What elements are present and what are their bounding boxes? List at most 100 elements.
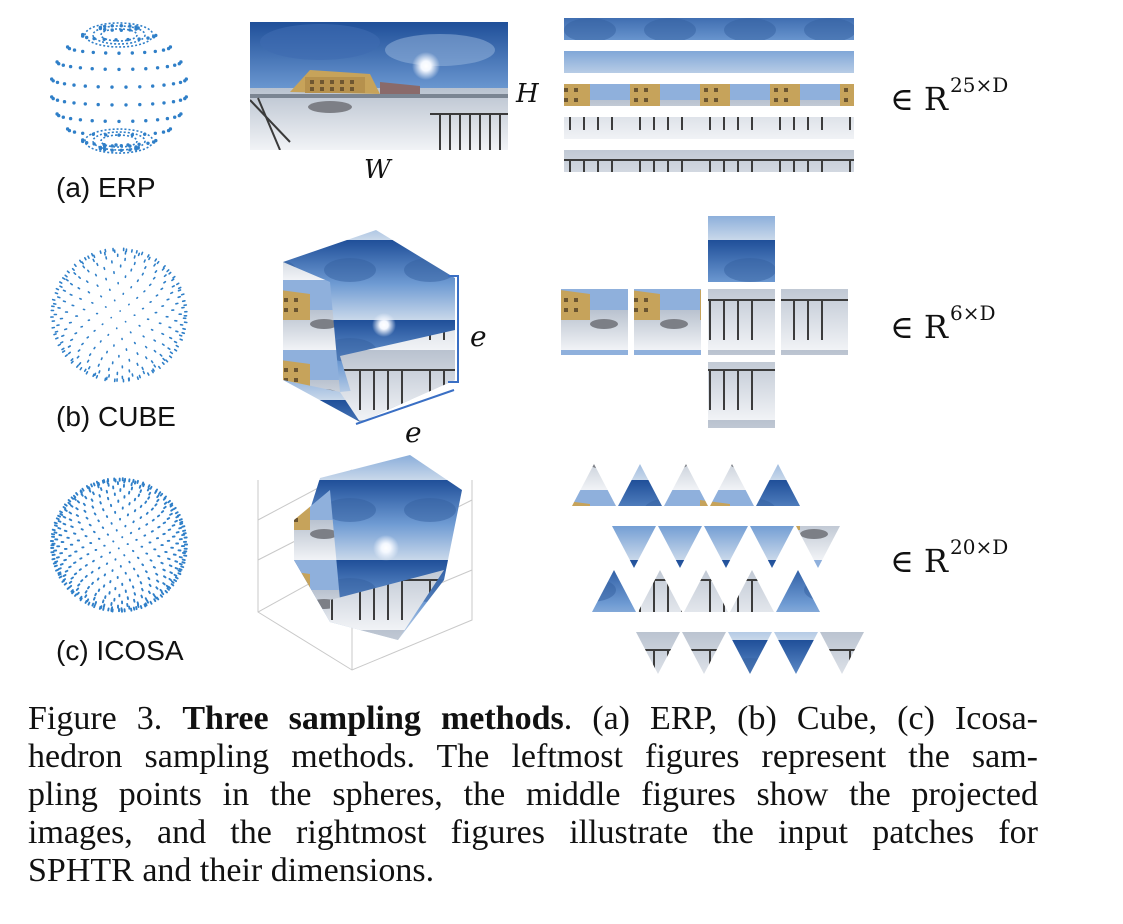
sample-point — [61, 350, 66, 353]
sample-point — [102, 508, 105, 512]
sample-point — [57, 520, 62, 523]
sample-point — [167, 499, 171, 504]
sample-point — [90, 483, 93, 488]
sample-point — [153, 263, 156, 267]
sample-point — [66, 586, 71, 590]
sample-point — [86, 359, 90, 363]
sample-point — [132, 478, 135, 483]
sample-point — [90, 67, 94, 71]
sample-point — [96, 262, 99, 267]
sample-point — [65, 45, 70, 49]
sample-point — [152, 566, 156, 569]
sample-point — [95, 480, 99, 485]
erp-patch — [738, 84, 796, 106]
sample-point — [69, 293, 73, 296]
erp-patch — [564, 18, 622, 40]
icosa-face — [618, 464, 662, 506]
sample-point — [110, 85, 114, 89]
sample-point — [144, 67, 148, 71]
sample-point — [173, 573, 178, 577]
sample-point — [151, 369, 154, 374]
sample-point — [148, 583, 152, 588]
sample-point — [133, 592, 137, 596]
sample-point — [143, 259, 146, 263]
sample-point — [103, 119, 107, 123]
sample-point — [159, 492, 164, 497]
sample-point — [80, 528, 84, 531]
sample-point — [74, 332, 78, 335]
sample-point — [102, 603, 106, 608]
erp-patch — [796, 51, 854, 73]
erp-dimension: ∈ R 25×D — [890, 73, 1008, 118]
sample-point — [103, 147, 107, 152]
sample-point — [91, 602, 95, 607]
sample-point — [170, 291, 174, 295]
sample-point — [170, 580, 175, 584]
sample-point — [81, 32, 85, 37]
sample-point — [97, 363, 100, 367]
erp-patch — [622, 18, 680, 40]
sample-point — [102, 479, 106, 484]
sample-point — [148, 283, 152, 287]
sample-point — [139, 581, 143, 585]
sample-point — [68, 511, 73, 515]
sample-point — [168, 577, 172, 582]
sample-point — [175, 515, 180, 519]
sample-point — [73, 572, 78, 576]
caption-line-5: SPHTR and their dimensions. — [28, 852, 435, 889]
sample-point — [177, 289, 182, 292]
sample-point — [130, 51, 134, 55]
sample-point — [175, 344, 179, 348]
sample-point — [69, 282, 73, 286]
sample-point — [101, 526, 105, 529]
sample-point — [180, 565, 185, 569]
erp-row: (a) ERP W H ∈ R 25×D — [50, 18, 1008, 203]
sample-point — [78, 568, 82, 571]
icosa-face — [710, 464, 754, 506]
sample-point — [178, 80, 183, 85]
erp-patch — [796, 84, 854, 106]
sample-point — [153, 131, 157, 135]
sample-point — [88, 523, 92, 527]
sample-point — [83, 84, 88, 88]
sample-point — [75, 514, 80, 517]
sample-point — [62, 100, 67, 104]
cube-face-right — [781, 289, 848, 355]
sample-point — [59, 513, 64, 516]
sample-point — [85, 280, 89, 284]
sample-point — [177, 113, 181, 118]
sample-point — [103, 266, 106, 271]
sample-point — [136, 601, 140, 606]
sample-point — [144, 602, 148, 607]
sample-point — [73, 271, 77, 276]
sample-point — [156, 260, 160, 265]
sample-point — [166, 587, 170, 591]
icosa-sampling-sphere — [49, 477, 189, 613]
sample-point — [57, 527, 62, 530]
sample-point — [174, 567, 179, 570]
sample-point — [92, 258, 95, 263]
sample-point — [62, 574, 67, 577]
sample-point — [97, 588, 101, 592]
erp-patch — [796, 150, 854, 172]
icosa-exponent: 20×D — [950, 535, 1008, 559]
sample-point — [150, 360, 154, 364]
sample-point — [101, 479, 105, 484]
sample-point — [61, 277, 66, 280]
sample-point — [161, 130, 166, 134]
sample-point — [154, 270, 158, 274]
sample-point — [147, 484, 151, 489]
sample-point — [93, 604, 96, 609]
sample-point — [70, 576, 74, 580]
sample-point — [144, 500, 148, 504]
sample-point — [75, 492, 79, 496]
sample-point — [152, 593, 156, 597]
sample-point — [88, 353, 92, 357]
sample-point — [73, 561, 77, 564]
sample-point — [133, 598, 136, 603]
sample-point — [91, 505, 95, 509]
sample-point — [70, 338, 74, 342]
sample-point — [85, 485, 89, 489]
sample-point — [155, 66, 160, 70]
sample-point — [169, 571, 173, 575]
